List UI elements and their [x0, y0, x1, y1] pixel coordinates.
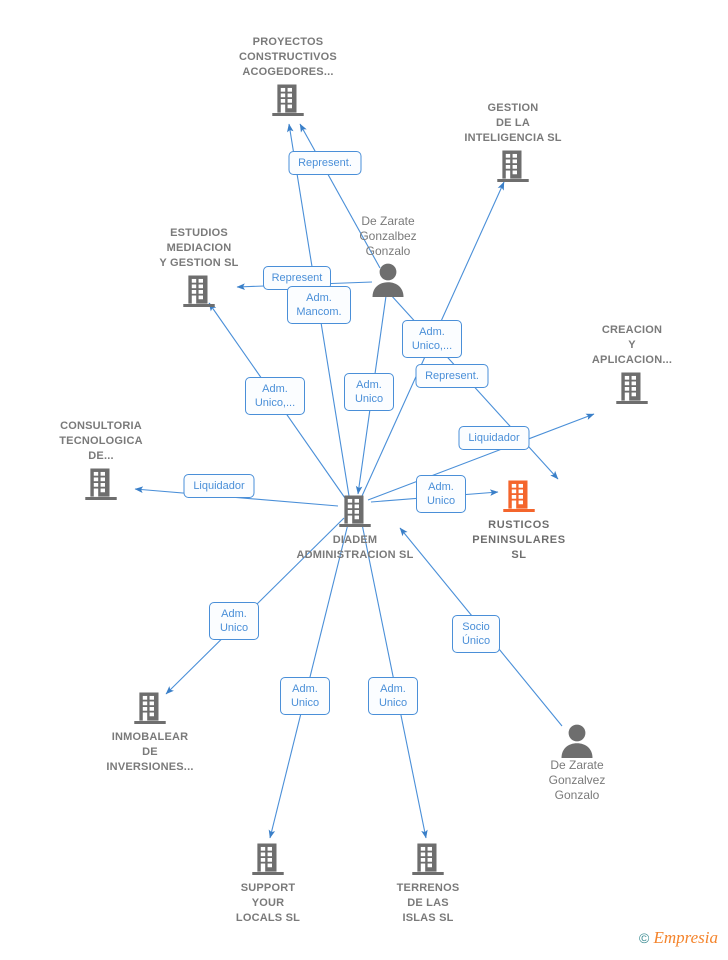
edge-label[interactable]: Adm. Unico: [416, 475, 466, 513]
graph-node-rusticos[interactable]: RUSTICOS PENINSULARES SL: [444, 478, 594, 563]
edge-label[interactable]: Adm. Unico: [280, 677, 330, 715]
edge-label[interactable]: Adm. Unico: [368, 677, 418, 715]
node-label: ESTUDIOS MEDIACION Y GESTION SL: [159, 227, 239, 269]
graph-node-zarate_gonzalvez[interactable]: De Zarate Gonzalvez Gonzalo: [502, 722, 652, 803]
copyright-symbol: ©: [638, 930, 650, 946]
building-icon: [75, 690, 225, 730]
graph-node-creacion[interactable]: CREACION Y APLICACION...: [557, 323, 707, 410]
brand-name: Empresia: [653, 928, 718, 947]
building-icon: [193, 841, 343, 881]
node-label: TERRENOS DE LAS ISLAS SL: [396, 882, 460, 924]
building-icon: [213, 82, 363, 122]
building-icon: [438, 148, 588, 188]
edge-label[interactable]: Represent.: [288, 151, 362, 175]
node-label: De Zarate Gonzalvez Gonzalo: [548, 758, 606, 802]
graph-node-inmobalear[interactable]: INMOBALEAR DE INVERSIONES...: [75, 690, 225, 775]
node-label: De Zarate Gonzalbez Gonzalo: [359, 214, 417, 258]
node-label: CREACION Y APLICACION...: [591, 324, 673, 366]
graph-node-proyectos[interactable]: PROYECTOS CONSTRUCTIVOS ACOGEDORES...: [213, 35, 363, 122]
graph-node-consultoria[interactable]: CONSULTORIA TECNOLOGICA DE...: [26, 419, 176, 506]
graph-node-gestion[interactable]: GESTION DE LA INTELIGENCIA SL: [438, 101, 588, 188]
node-label: GESTION DE LA INTELIGENCIA SL: [464, 102, 562, 144]
node-label: DIADEM ADMINISTRACION SL: [296, 534, 414, 561]
building-icon: [124, 273, 274, 313]
graph-node-diadem[interactable]: DIADEM ADMINISTRACION SL: [280, 493, 430, 563]
graph-node-zarate_gonzalbez[interactable]: De Zarate Gonzalbez Gonzalo: [313, 214, 463, 297]
edge-label[interactable]: Represent.: [415, 364, 489, 388]
graph-node-terrenos[interactable]: TERRENOS DE LAS ISLAS SL: [353, 841, 503, 926]
node-label: SUPPORT YOUR LOCALS SL: [235, 882, 301, 924]
building-icon: [557, 370, 707, 410]
edge-label[interactable]: Liquidador: [458, 426, 530, 450]
edge-label[interactable]: Adm. Unico,...: [402, 320, 462, 358]
node-label: RUSTICOS PENINSULARES SL: [472, 519, 566, 561]
graph-node-support[interactable]: SUPPORT YOUR LOCALS SL: [193, 841, 343, 926]
node-label: INMOBALEAR DE INVERSIONES...: [106, 731, 194, 773]
edge-label[interactable]: Socio Único: [452, 615, 500, 653]
edge-label[interactable]: Liquidador: [183, 474, 255, 498]
edge-label[interactable]: Adm. Mancom.: [287, 286, 351, 324]
building-icon: [26, 466, 176, 506]
building-icon: [444, 478, 594, 518]
empresia-watermark: © Empresia: [639, 929, 718, 948]
building-icon: [353, 841, 503, 881]
edge-label[interactable]: Adm. Unico: [209, 602, 259, 640]
edge-label[interactable]: Adm. Unico,...: [245, 377, 305, 415]
building-icon: [280, 493, 430, 533]
person-icon: [313, 261, 463, 297]
graph-node-estudios[interactable]: ESTUDIOS MEDIACION Y GESTION SL: [124, 226, 274, 313]
edge-label[interactable]: Adm. Unico: [344, 373, 394, 411]
node-label: PROYECTOS CONSTRUCTIVOS ACOGEDORES...: [239, 36, 337, 78]
person-icon: [502, 722, 652, 758]
node-label: CONSULTORIA TECNOLOGICA DE...: [59, 420, 143, 462]
